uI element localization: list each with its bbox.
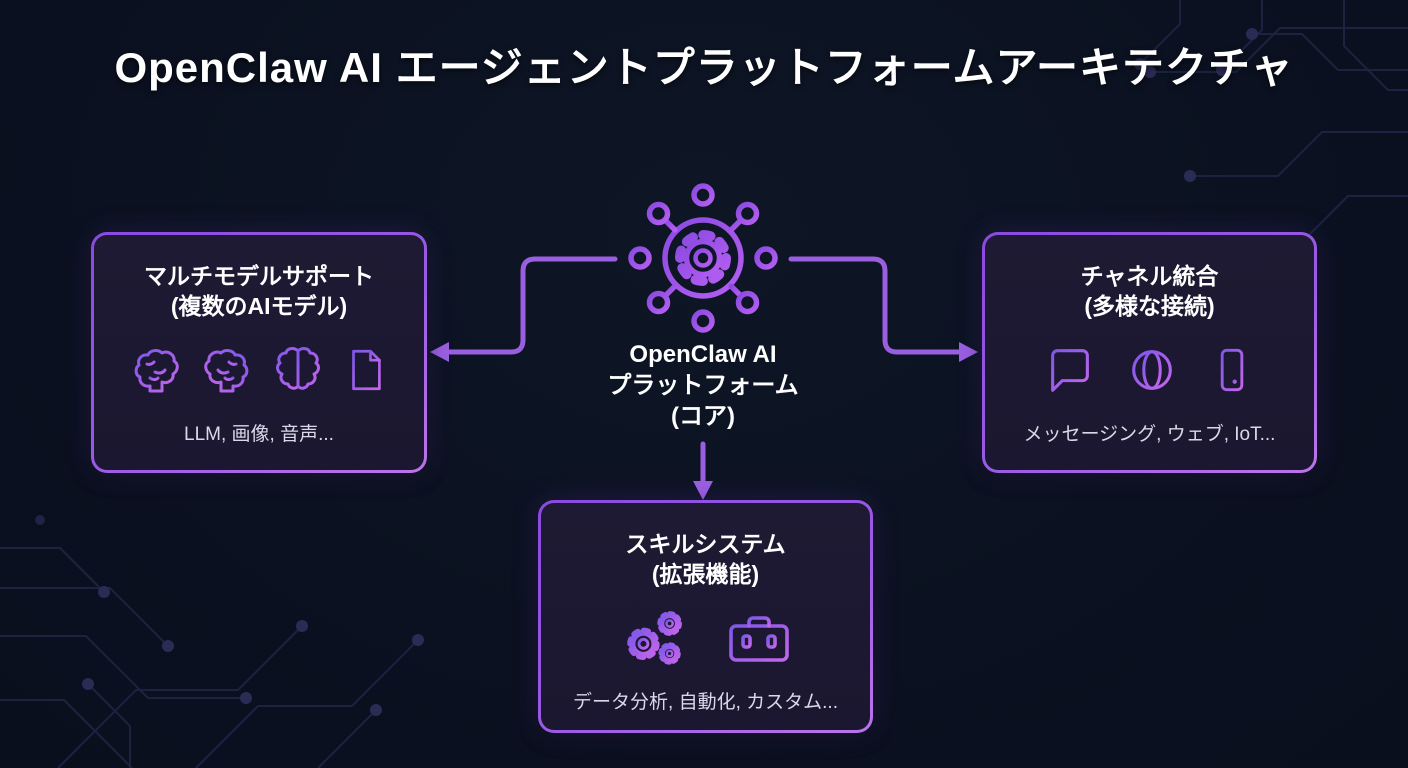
- channel-integration-box: チャネル統合 (多様な接続): [982, 232, 1317, 473]
- core-label: OpenClaw AI プラットフォーム (コア): [553, 339, 853, 432]
- skill-system-box: スキルシステム (拡張機能): [538, 500, 873, 733]
- box-subtitle: (拡張機能): [651, 561, 760, 587]
- multi-model-support-box: マルチモデルサポート (複数のAIモデル): [91, 232, 427, 473]
- arrowhead-left: [430, 342, 449, 362]
- brain-hemispheres-icon: [275, 347, 320, 390]
- skills-caption: データ分析, 自動化, カスタム...: [573, 692, 838, 713]
- channels-caption: メッセージング, ウェブ, IoT...: [1023, 424, 1276, 445]
- gear-hole: [693, 248, 713, 268]
- brain-icon: [134, 349, 179, 393]
- gear-body: [683, 238, 723, 278]
- skills-icon-row: [541, 609, 870, 667]
- box-title: スキルシステム: [625, 531, 786, 557]
- gear-teeth: [675, 230, 731, 286]
- core-label-line2: プラットフォーム: [607, 372, 799, 399]
- channels-icon-row: [985, 341, 1314, 399]
- arrowhead-right: [959, 342, 978, 362]
- document-icon: [351, 349, 381, 391]
- core-hub: [623, 178, 783, 338]
- models-icon-row: [94, 341, 424, 399]
- diagram-title: OpenClaw AI エージェントプラットフォームアーキテクチャ: [114, 44, 1294, 91]
- chat-bubble-icon: [1050, 349, 1089, 392]
- brain-icon: [203, 349, 248, 393]
- box-subtitle: (複数のAIモデル): [170, 293, 348, 319]
- smartphone-icon: [1220, 348, 1243, 392]
- box-subtitle: (多様な接続): [1084, 293, 1215, 319]
- models-caption: LLM, 画像, 音声...: [184, 424, 334, 445]
- gears-icon: [626, 611, 682, 665]
- core-label-line1: OpenClaw AI: [629, 341, 777, 368]
- hub-network-gear-icon: [628, 183, 778, 333]
- core-label-line3: (コア): [671, 403, 735, 430]
- toolbox-icon: [728, 616, 789, 662]
- box-title: チャネル統合: [1080, 263, 1219, 289]
- globe-icon: [1131, 350, 1172, 390]
- arrowhead-down: [693, 481, 713, 500]
- box-title: マルチモデルサポート: [144, 263, 374, 289]
